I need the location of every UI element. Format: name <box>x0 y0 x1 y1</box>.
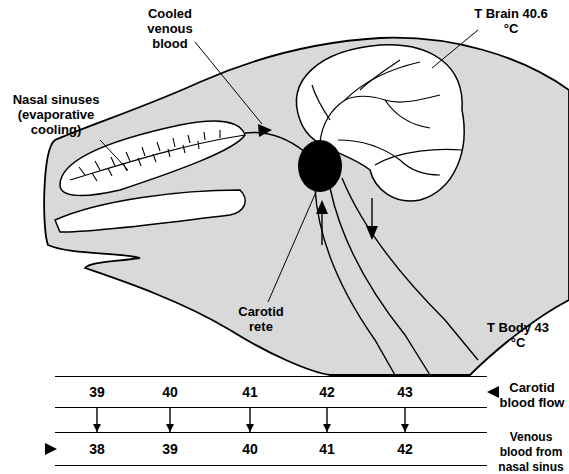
head-outline <box>44 38 569 375</box>
flow-arrow <box>326 408 327 432</box>
vessel-branches <box>79 130 220 175</box>
flow-arrowhead <box>366 226 378 240</box>
flow-arrow <box>96 408 97 432</box>
temperature-row: 39 40 41 42 43 <box>55 376 487 408</box>
brain-vessel <box>312 85 330 120</box>
vessel-branches <box>92 141 199 181</box>
row-pointer <box>45 443 57 455</box>
annotation-label: T Body 43 °C <box>486 320 550 350</box>
annotation-label: Carotid rete <box>230 304 292 334</box>
flow-arrow <box>169 408 170 432</box>
leader-line <box>100 140 128 170</box>
temperature-value: 41 <box>242 384 258 400</box>
nasal-vessel <box>70 135 245 180</box>
annotation-label: T Brain 40.6 °C <box>472 6 550 36</box>
neck-vessel <box>330 188 430 375</box>
nasal-sinus <box>60 121 245 195</box>
brain-vessel <box>385 100 430 128</box>
temperature-value: 38 <box>89 441 105 457</box>
carotid-rete <box>298 140 342 192</box>
brain-vessel <box>338 140 440 175</box>
row-pointer <box>487 386 499 398</box>
flow-arrow <box>404 408 405 432</box>
brain-vessel <box>345 95 440 102</box>
flow-arrowhead <box>316 200 328 214</box>
temperature-value: 42 <box>319 384 335 400</box>
leader-line <box>432 30 478 68</box>
temperature-value: 40 <box>162 384 178 400</box>
flow-arrow <box>249 408 250 432</box>
flow-arrowhead <box>258 124 272 137</box>
oral-cavity <box>55 190 245 232</box>
annotation-label: Venous blood from nasal sinus <box>494 430 568 474</box>
leader-line <box>268 192 316 302</box>
brain-vessel <box>360 60 400 90</box>
flow-arrow <box>321 212 322 245</box>
temperature-value: 39 <box>162 441 178 457</box>
annotation-label: Cooled venous blood <box>138 6 202 51</box>
venous-vessel <box>245 132 305 152</box>
jugular-vein <box>342 178 478 360</box>
brain <box>297 45 465 201</box>
temperature-row: 38 39 40 41 42 <box>55 432 487 466</box>
temperature-value: 41 <box>319 441 335 457</box>
carotid-artery <box>315 188 395 375</box>
temperature-value: 43 <box>397 384 413 400</box>
annotation-label: Nasal sinuses (evaporative cooling) <box>4 92 108 137</box>
flow-arrow <box>371 198 372 228</box>
temperature-value: 40 <box>242 441 258 457</box>
annotation-label: Carotid blood flow <box>496 380 568 410</box>
temperature-value: 42 <box>397 441 413 457</box>
leader-line <box>195 42 262 124</box>
temperature-value: 39 <box>89 384 105 400</box>
